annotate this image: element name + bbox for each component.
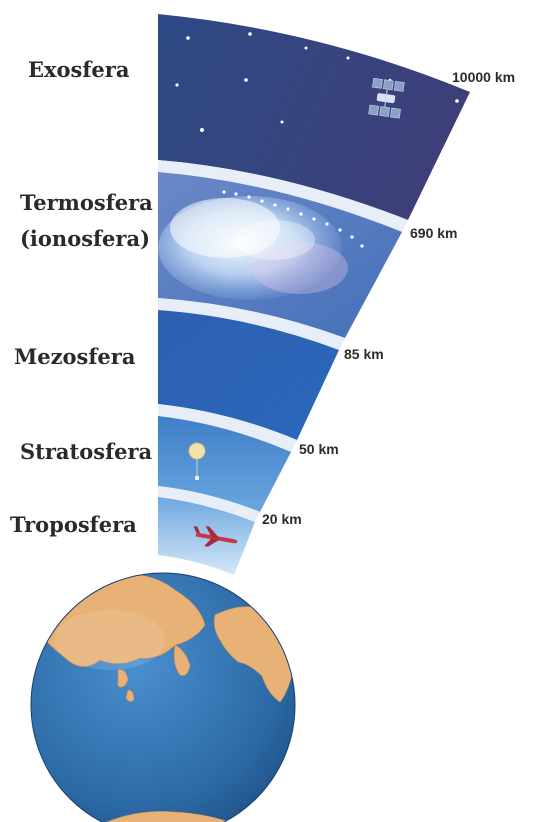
layer-name-stratosphere: Stratosfera [20,439,153,464]
boundary-band [158,160,408,232]
balloon-icon [188,442,206,480]
earth-globe-icon [30,572,296,822]
altitude-label-690: 690 km [410,225,458,241]
satellite-icon [368,77,405,119]
boundary-band [158,298,345,350]
stars-icon [175,32,459,132]
stratosphere-layer [158,416,291,512]
boundary-band [158,404,297,452]
altitude-label-85: 85 km [344,346,384,362]
altitude-label-20: 20 km [262,511,302,527]
exosphere-layer [158,14,470,220]
airplane-icon [193,525,238,547]
mesosphere-layer [158,310,339,440]
boundary-band [158,486,260,522]
altitude-label-50: 50 km [299,441,339,457]
layer-name-mesosphere: Mezosfera [14,344,136,369]
layer-name-exosphere: Exosfera [28,57,130,82]
layer-name-thermosphere: Termosfera [20,190,153,215]
layer-name-troposphere: Troposfera [10,512,137,537]
layer-name-thermosphere-sub: (ionosfera) [20,226,151,251]
altitude-label-10000: 10000 km [452,69,516,85]
aurora-icon [158,190,364,300]
